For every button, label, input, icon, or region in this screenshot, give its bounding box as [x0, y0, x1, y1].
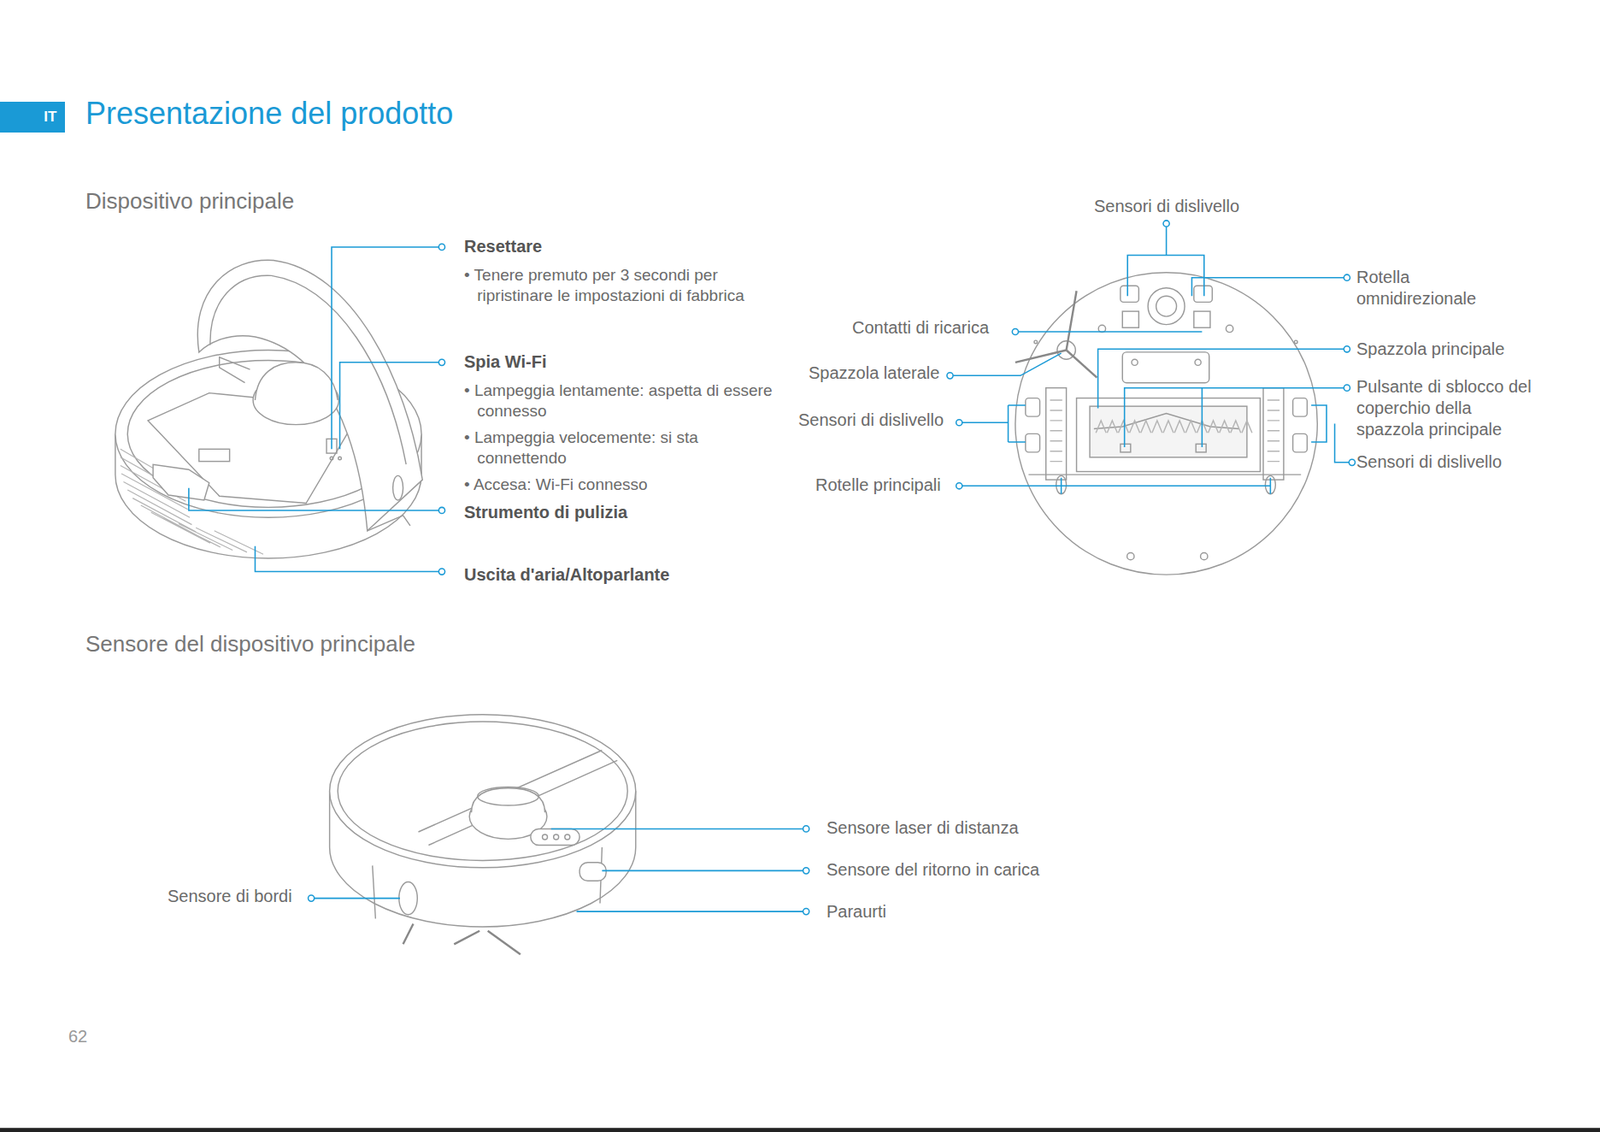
part-label: Contatti di ricarica [852, 317, 989, 339]
part-label: Sensore del ritorno in carica [826, 858, 1040, 881]
note-text: • Lampeggia lentamente: aspetta di esser… [464, 380, 773, 422]
tab-label: IT [0, 108, 57, 126]
note-text: • Accesa: Wi-Fi connesso [464, 474, 773, 495]
page-edge-bar [0, 1127, 1600, 1132]
section-heading: Sensore del dispositivo principale [85, 629, 416, 659]
part-label: Sensore laser di distanza [826, 817, 1019, 839]
part-label: Strumento di pulizia [464, 501, 628, 524]
part-label: Sensori di dislivello [798, 409, 944, 431]
part-label: Spia Wi-Fi [464, 351, 547, 373]
part-label: Paraurti [826, 900, 887, 923]
robot-bottom-view [1015, 272, 1318, 575]
part-label: Rotelle principali [815, 474, 942, 496]
part-label: Resettare [464, 235, 542, 258]
note-text: • Lampeggia velocemente: si sta connette… [464, 427, 773, 469]
language-tab: IT [0, 101, 65, 133]
note-text: • Tenere premuto per 3 secondi per ripri… [464, 264, 773, 306]
part-label: Uscita d'aria/Altoparlante [464, 564, 670, 586]
part-label: Pulsante di sblocco del coperchio della … [1356, 376, 1532, 441]
leader-lines [188, 226, 1349, 912]
part-label: Sensori di dislivello [1356, 451, 1502, 473]
part-label: Sensori di dislivello [1094, 195, 1240, 218]
part-label: Sensore di bordi [167, 885, 293, 907]
part-label: Rotella omnidirezionale [1356, 266, 1510, 310]
page-number: 62 [68, 1025, 88, 1048]
robot-top-open [115, 259, 423, 559]
robot-sensors-view [329, 714, 636, 955]
part-label: Spazzola principale [1356, 338, 1505, 360]
section-heading: Dispositivo principale [85, 187, 295, 216]
leader-dots [308, 220, 1356, 915]
part-label: Spazzola laterale [808, 362, 940, 384]
page-title: Presentazione del prodotto [85, 95, 453, 132]
